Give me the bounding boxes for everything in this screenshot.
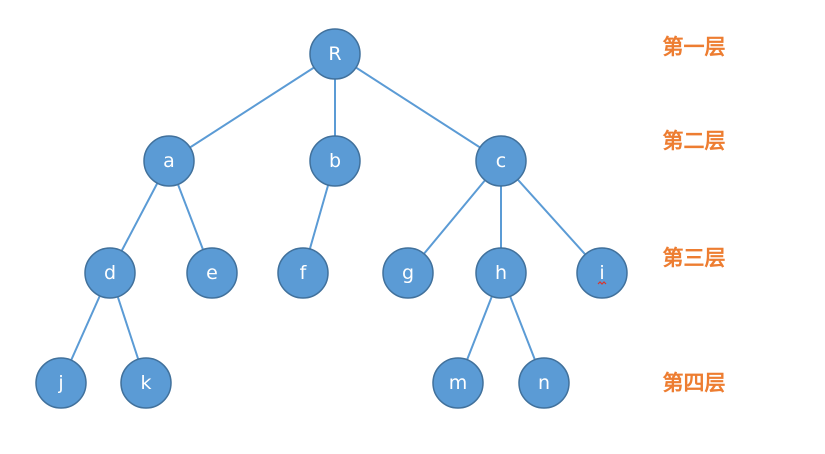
node-label-k: k bbox=[140, 372, 151, 394]
node-label-e: e bbox=[206, 262, 218, 284]
level-label-4: 第四层 bbox=[663, 371, 726, 395]
node-label-d: d bbox=[104, 262, 116, 284]
tree-node-n: n bbox=[518, 357, 570, 409]
node-circle-k bbox=[120, 357, 172, 409]
node-circle-a bbox=[143, 135, 195, 187]
node-circle-d bbox=[84, 247, 136, 299]
node-circle-n bbox=[518, 357, 570, 409]
nodes-layer: Ra b c d e f g h i j k m n bbox=[35, 28, 628, 409]
node-circle-c bbox=[475, 135, 527, 187]
tree-node-f: f bbox=[277, 247, 329, 299]
edge-R-a bbox=[168, 53, 336, 162]
edge-R-c bbox=[334, 53, 502, 162]
tree-node-h: h bbox=[475, 247, 527, 299]
node-label-n: n bbox=[538, 372, 550, 394]
level-label-1: 第一层 bbox=[663, 35, 726, 59]
tree-node-d: d bbox=[84, 247, 136, 299]
node-label-h: h bbox=[495, 262, 507, 284]
node-label-a: a bbox=[163, 150, 175, 172]
spellcheck-squiggle bbox=[597, 281, 607, 285]
level-label-2: 第二层 bbox=[663, 129, 726, 153]
tree-node-j: j bbox=[35, 357, 87, 409]
tree-node-m: m bbox=[432, 357, 484, 409]
node-label-m: m bbox=[449, 372, 468, 394]
node-label-R: R bbox=[328, 43, 341, 65]
node-circle-g bbox=[382, 247, 434, 299]
tree-node-i: i bbox=[576, 247, 628, 299]
tree-node-a: a bbox=[143, 135, 195, 187]
node-circle-j bbox=[35, 357, 87, 409]
node-label-j: j bbox=[57, 372, 63, 394]
level-label-3: 第三层 bbox=[663, 246, 726, 270]
node-label-g: g bbox=[402, 262, 414, 284]
node-circle-b bbox=[309, 135, 361, 187]
node-circle-m bbox=[432, 357, 484, 409]
node-circle-e bbox=[186, 247, 238, 299]
node-label-c: c bbox=[496, 150, 506, 172]
tree-node-R: R bbox=[309, 28, 361, 80]
tree-node-k: k bbox=[120, 357, 172, 409]
node-circle-i bbox=[576, 247, 628, 299]
tree-node-e: e bbox=[186, 247, 238, 299]
tree-node-b: b bbox=[309, 135, 361, 187]
node-circle-R bbox=[309, 28, 361, 80]
tree-node-c: c bbox=[475, 135, 527, 187]
edges-layer bbox=[60, 53, 603, 384]
node-label-b: b bbox=[329, 150, 341, 172]
node-label-i: i bbox=[599, 262, 604, 284]
node-circle-h bbox=[475, 247, 527, 299]
node-circle-f bbox=[277, 247, 329, 299]
tree-node-g: g bbox=[382, 247, 434, 299]
node-label-f: f bbox=[300, 262, 308, 284]
